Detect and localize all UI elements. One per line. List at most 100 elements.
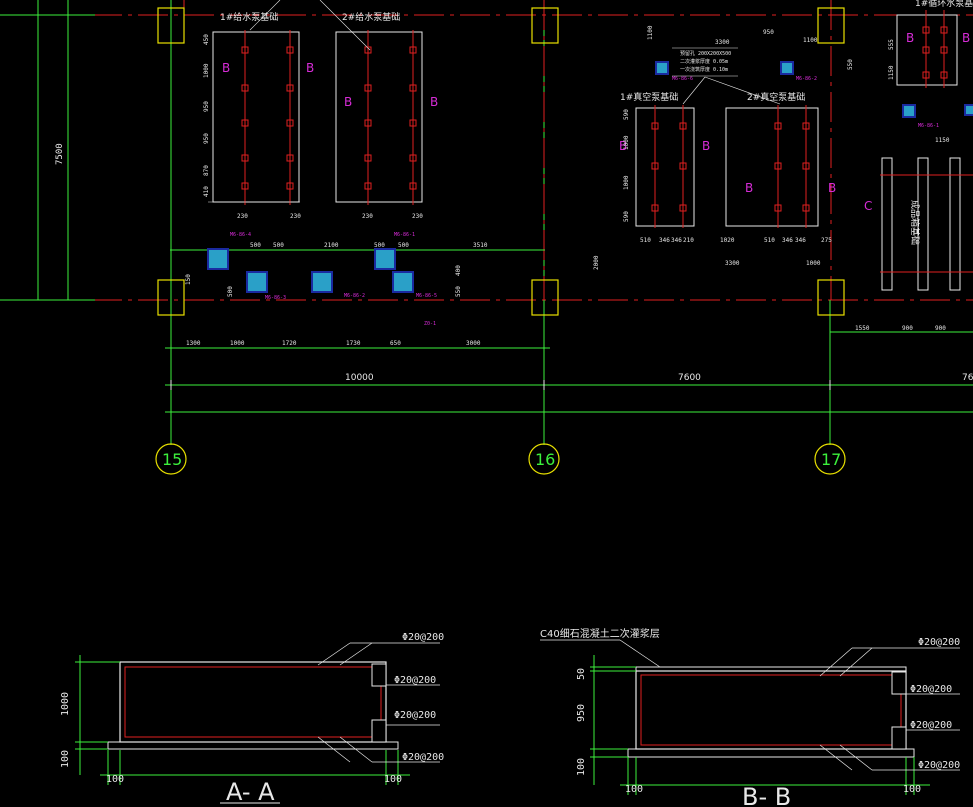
anchor-bolt xyxy=(940,26,948,34)
axis-bubbles: 15 16 17 xyxy=(155,443,846,475)
anchor-bolt xyxy=(409,84,417,92)
anchor-tag-4: M6-86-1 xyxy=(394,232,415,238)
anchor-tag-1: M6-86-4 xyxy=(230,232,251,238)
anchor-bolt xyxy=(364,46,372,54)
pump1-row-2: 1000 xyxy=(203,63,210,78)
bay-dim-2: 7600 xyxy=(678,373,701,383)
section-mark-b6: B xyxy=(702,139,710,153)
right-long-1: 3300 xyxy=(725,260,740,267)
pump-label-1: 1#给水泵基础 xyxy=(220,11,278,23)
aa-rebar-3: Φ20@200 xyxy=(394,710,436,721)
right-long-2: 1000 xyxy=(806,260,821,267)
aa-height-dim: 1000 xyxy=(60,692,71,716)
anchor-tag-8: M6-86-2 xyxy=(796,76,817,82)
section-mark-c: C xyxy=(864,199,872,213)
right-chain-4: 210 xyxy=(683,237,694,244)
anchor-bolt xyxy=(802,162,810,170)
pump1-row-3: 950 xyxy=(203,101,210,112)
anchor-bolt xyxy=(651,204,659,212)
anchor-bolt xyxy=(286,154,294,162)
embed-plate xyxy=(246,271,268,293)
pump1-row-5: 870 xyxy=(203,165,210,176)
bb-rebar-2: Φ20@200 xyxy=(910,684,952,695)
bottom-chain-6: 3000 xyxy=(466,340,481,347)
section-mark-b7: B xyxy=(745,181,753,195)
anchor-bolt xyxy=(940,71,948,79)
vac-top-2: 950 xyxy=(763,29,774,36)
embed-plate xyxy=(902,104,916,118)
anchor-bolt xyxy=(922,71,930,79)
anchor-tag-5: M6-86-5 xyxy=(416,293,437,299)
bottom-chain-5: 650 xyxy=(390,340,401,347)
section-mark-b4: B xyxy=(430,95,438,109)
right-chain-2: 346 xyxy=(659,237,670,244)
side-dim-4: 1150 xyxy=(888,65,895,80)
anchor-tag-9: M6-86-1 xyxy=(918,123,939,129)
anchor-bolt xyxy=(940,46,948,54)
vac-left-3: 1000 xyxy=(623,175,630,190)
anchor-tag-2: M6-86-3 xyxy=(265,295,286,301)
aa-cover-left: 100 xyxy=(106,774,124,785)
pump2-bottom-2: 230 xyxy=(412,213,423,220)
top-chain-4: 500 xyxy=(374,242,385,249)
small-dim-5: 2000 xyxy=(593,255,600,270)
anchor-bolt xyxy=(241,154,249,162)
small-dim-6: 1150 xyxy=(935,137,950,144)
side-dim-1: 1100 xyxy=(647,25,654,40)
vac-top-1: 3300 xyxy=(715,39,730,46)
anchor-bolts xyxy=(241,26,948,212)
far-right-1: 1550 xyxy=(855,325,870,332)
right-chain-6: 510 xyxy=(764,237,775,244)
embed-plate xyxy=(964,104,973,116)
bb-cover-right: 100 xyxy=(903,784,921,795)
anchor-bolt xyxy=(286,46,294,54)
section-mark-b8: B xyxy=(828,181,836,195)
side-dim-3: 555 xyxy=(888,39,895,50)
anchor-bolt xyxy=(364,84,372,92)
small-dim-1: 150 xyxy=(185,274,192,285)
anchor-bolt xyxy=(922,46,930,54)
grid-lines xyxy=(0,0,973,445)
bottom-chain-1: 1300 xyxy=(186,340,201,347)
right-chain-8: 346 xyxy=(795,237,806,244)
pump-label-3: 1#真空泵基础 xyxy=(620,91,678,103)
embed-plates xyxy=(207,61,973,293)
anchor-bolt xyxy=(409,182,417,190)
anchor-bolt xyxy=(409,154,417,162)
right-chain-5: 1020 xyxy=(720,237,735,244)
anchor-bolt xyxy=(922,26,930,34)
anchor-bolt xyxy=(679,122,687,130)
top-chain-2: 500 xyxy=(273,242,284,249)
pump1-row-6: 410 xyxy=(203,186,210,197)
bb-dim-2: 950 xyxy=(576,704,587,722)
vac-top-3: 1100 xyxy=(803,37,818,44)
tank-foundation xyxy=(880,157,973,291)
note-line-1: 预留孔 200X200X500 xyxy=(680,50,731,57)
bay-dim-1: 10000 xyxy=(345,373,374,383)
aa-rebar-1: Φ20@200 xyxy=(402,632,444,643)
section-bb-title: B- B xyxy=(742,783,791,807)
bb-dim-1: 50 xyxy=(576,668,587,680)
pump-label-6: 成品箱基础 xyxy=(909,200,921,245)
anchor-bolt xyxy=(364,119,372,127)
top-chain-1: 500 xyxy=(250,242,261,249)
aa-base-dim: 100 xyxy=(60,750,71,768)
far-right-2: 900 xyxy=(902,325,913,332)
right-chain-3: 346 xyxy=(671,237,682,244)
small-dim-3: 400 xyxy=(455,265,462,276)
anchor-bolt xyxy=(774,204,782,212)
pump-label-4: 2#真空泵基础 xyxy=(747,91,805,103)
right-chain-7: 346 xyxy=(782,237,793,244)
embed-plate xyxy=(780,61,794,75)
axis-15: 15 xyxy=(162,450,182,469)
bb-dim-3: 100 xyxy=(576,758,587,776)
far-right-3: 900 xyxy=(935,325,946,332)
right-chain-9: 275 xyxy=(821,237,832,244)
section-mark-b2: B xyxy=(306,61,314,75)
small-dim-2: 500 xyxy=(227,286,234,297)
anchor-bolt xyxy=(286,84,294,92)
pump2-bottom-1: 230 xyxy=(362,213,373,220)
bb-note: C40细石混凝土二次灌浆层 xyxy=(540,627,660,640)
section-bb: C40细石混凝土二次灌浆层 B- B Φ20@200 Φ20@200 Φ20@2… xyxy=(540,627,960,807)
